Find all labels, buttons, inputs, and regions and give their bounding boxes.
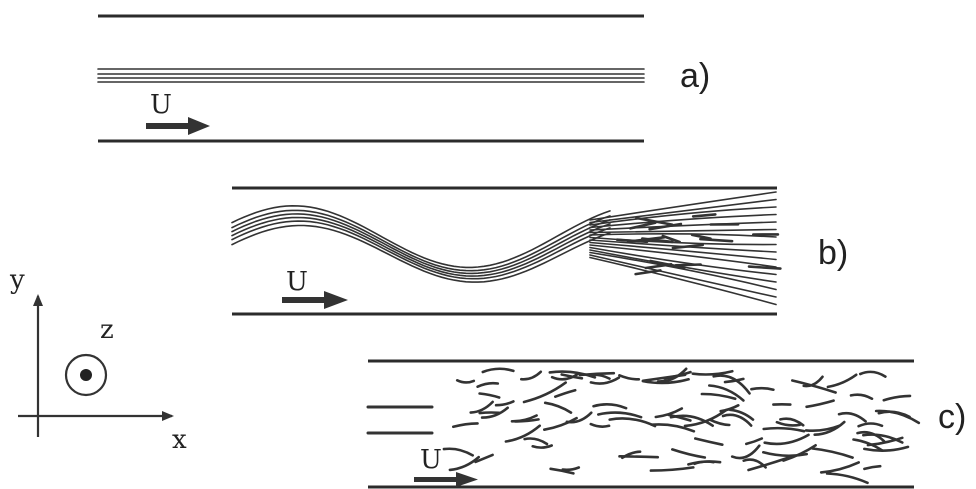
streak [695, 439, 722, 445]
streak [453, 423, 477, 426]
streak [598, 413, 641, 418]
streak [610, 418, 655, 426]
streak [807, 401, 834, 407]
streak [732, 446, 759, 458]
streak [746, 439, 762, 444]
streak [693, 214, 715, 216]
streak [480, 413, 499, 414]
streak [590, 234, 776, 237]
streak [851, 395, 872, 399]
streak [480, 394, 500, 398]
panel-c-eddy-streaks [444, 369, 919, 483]
coordinate-axes: y x z [9, 265, 187, 455]
panel-a-caption: a) [680, 57, 710, 95]
streak [444, 449, 473, 456]
streak [590, 255, 776, 297]
streak [525, 439, 547, 444]
out-of-plane-axis-icon [66, 355, 106, 395]
streak [496, 401, 513, 405]
streak [590, 230, 776, 233]
streak [839, 413, 866, 421]
streak [859, 423, 882, 426]
streak [860, 372, 885, 377]
streak [478, 383, 498, 387]
streak [524, 383, 566, 402]
panel-a-velocity-label: U [150, 90, 172, 120]
streak [471, 402, 493, 413]
streak [450, 457, 479, 470]
streak [695, 462, 714, 464]
streak [693, 371, 733, 374]
streak [765, 435, 809, 444]
streak [619, 375, 638, 379]
streak [864, 466, 880, 469]
streak [709, 386, 743, 401]
streak [777, 422, 800, 425]
panel-b-caption: b) [818, 234, 848, 272]
streak [555, 390, 575, 397]
streak [676, 265, 701, 266]
x-axis-label: x [172, 425, 187, 455]
streak [813, 449, 853, 458]
panel-c-turbulent: U c) [368, 361, 966, 487]
panel-c-velocity-label: U [420, 445, 442, 475]
streak [879, 412, 910, 417]
streak [764, 428, 804, 431]
streak [710, 420, 729, 425]
panel-c-inlet-streamlines [368, 407, 432, 433]
streak [827, 474, 867, 483]
streak [483, 369, 514, 372]
y-axis-label: y [9, 265, 25, 295]
streak [533, 446, 552, 448]
streak [544, 418, 576, 430]
panel-b-breakdown-streaks [590, 192, 780, 305]
streak [751, 388, 773, 389]
streak [594, 404, 627, 408]
streak [702, 394, 735, 399]
streak [828, 375, 856, 387]
streak [457, 380, 474, 382]
streak [672, 449, 705, 457]
streak [545, 403, 571, 413]
streak [864, 447, 908, 451]
streak [521, 372, 541, 380]
streak [884, 396, 910, 400]
streak [591, 424, 609, 427]
panel-a-laminar: U a) [98, 16, 710, 141]
streak [651, 467, 693, 470]
panel-b-transitional: U b) [232, 188, 848, 314]
streak [783, 445, 815, 460]
streak [590, 222, 776, 230]
panel-a-streamlines [98, 69, 644, 82]
streak [821, 462, 859, 472]
panel-b-velocity-label: U [286, 267, 308, 297]
z-axis-label: z [100, 315, 114, 345]
streak [563, 468, 579, 470]
streak [700, 239, 732, 241]
panel-c-caption: c) [938, 398, 966, 436]
